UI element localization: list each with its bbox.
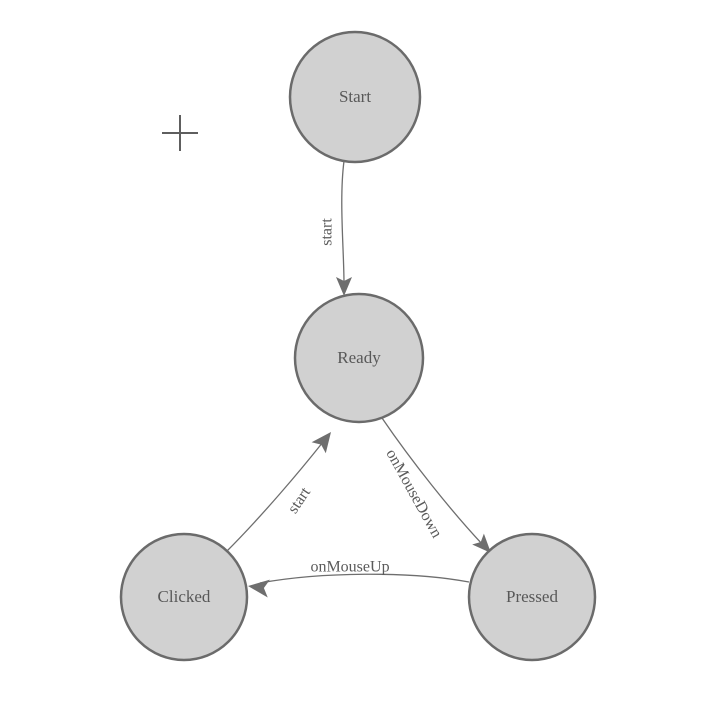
edge-start-to-ready[interactable]: start xyxy=(319,160,352,296)
node-start-circle[interactable] xyxy=(288,30,422,164)
node-start[interactable]: Start xyxy=(288,30,422,164)
node-clicked-circle[interactable] xyxy=(119,532,249,662)
edge-clicked-to-ready-arrowhead xyxy=(311,432,331,454)
edge-start-to-ready-arrowhead xyxy=(336,277,352,296)
edge-pressed-to-clicked[interactable]: onMouseUp xyxy=(247,559,470,598)
node-clicked[interactable]: Clicked xyxy=(119,532,249,662)
edge-clicked-to-ready-path[interactable] xyxy=(225,441,324,553)
edge-label-ready-to-pressed: onMouseDown xyxy=(382,446,445,541)
edge-ready-to-pressed-path[interactable] xyxy=(381,417,484,546)
edge-ready-to-pressed[interactable]: onMouseDown xyxy=(381,417,497,558)
edge-pressed-to-clicked-path[interactable] xyxy=(259,573,470,584)
node-layer: Start Ready Clicked Pressed xyxy=(119,30,597,662)
edge-ready-to-pressed-arrowhead xyxy=(472,533,491,553)
node-start-label: Start xyxy=(339,87,371,106)
edge-label-clicked-to-ready: start xyxy=(285,484,315,517)
edge-start-to-ready-path[interactable] xyxy=(341,160,345,285)
crosshair-icon xyxy=(162,115,198,151)
node-ready-label: Ready xyxy=(337,348,381,367)
node-clicked-label: Clicked xyxy=(158,587,211,606)
node-pressed-label: Pressed xyxy=(506,587,558,606)
edge-pressed-to-clicked-arrowhead xyxy=(248,579,270,598)
node-ready-circle[interactable] xyxy=(293,292,425,424)
edge-label-start-to-ready: start xyxy=(319,218,336,246)
node-pressed[interactable]: Pressed xyxy=(467,532,597,662)
node-ready[interactable]: Ready xyxy=(293,292,425,424)
edge-clicked-to-ready[interactable]: start xyxy=(225,426,338,553)
node-pressed-circle[interactable] xyxy=(467,532,597,662)
edge-label-pressed-to-clicked: onMouseUp xyxy=(310,559,389,576)
